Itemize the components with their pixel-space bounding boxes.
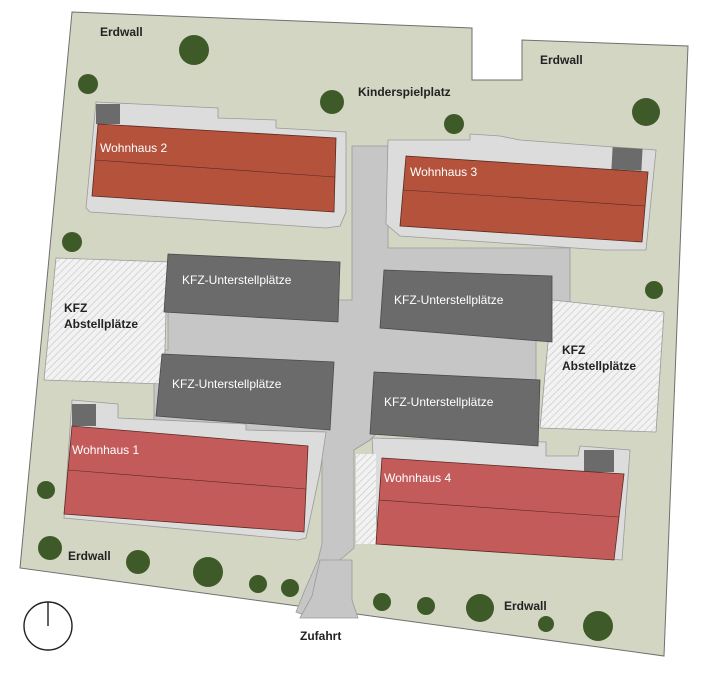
tree [38, 536, 62, 560]
tree [62, 232, 82, 252]
carport-3 [155, 353, 335, 431]
technik-block-2 [96, 104, 120, 124]
building-wohnhaus-1 [63, 425, 309, 533]
tree [37, 481, 55, 499]
technik-block-1 [72, 404, 96, 426]
tree [466, 594, 494, 622]
label-wohnhaus-4: Wohnhaus 4 [384, 471, 451, 485]
tree [126, 550, 150, 574]
label-erdwall-top-right: Erdwall [540, 53, 583, 67]
kfz-abstell-right [539, 299, 665, 433]
tree [249, 575, 267, 593]
zufahrt-road [299, 559, 359, 619]
label-unterstell-2: KFZ-Unterstellplätze [394, 293, 504, 307]
label-unterstell-1: KFZ-Unterstellplätze [182, 273, 292, 287]
building-wohnhaus-4 [375, 457, 625, 561]
label-kfz-abstell-left-1: KFZ [64, 301, 87, 315]
label-wohnhaus-1: Wohnhaus 1 [72, 443, 139, 457]
label-zufahrt: Zufahrt [300, 629, 341, 643]
carport-1 [163, 253, 341, 323]
tree [417, 597, 435, 615]
tree [645, 281, 663, 299]
technik-block-3 [611, 147, 643, 171]
tree [632, 98, 660, 126]
tree [281, 579, 299, 597]
tree [538, 616, 554, 632]
label-erdwall-bottom-left: Erdwall [68, 549, 111, 563]
tree [373, 593, 391, 611]
label-kfz-abstell-left-2: Abstellplätze [64, 317, 138, 331]
carport-2 [379, 269, 553, 343]
label-unterstell-4: KFZ-Unterstellplätze [384, 395, 494, 409]
tree [320, 90, 344, 114]
label-unterstell-3: KFZ-Unterstellplätze [172, 377, 282, 391]
tree [444, 114, 464, 134]
tree [193, 557, 223, 587]
label-kfz-abstell-right-1: KFZ [562, 343, 585, 357]
north-arrow-icon [23, 601, 73, 651]
hatched-strip-haus-4 [356, 454, 376, 544]
label-kfz-abstell-right-2: Abstellplätze [562, 359, 636, 373]
kfz-abstell-left [43, 257, 171, 385]
tree [78, 74, 98, 94]
carport-4 [369, 371, 541, 447]
label-wohnhaus-2: Wohnhaus 2 [100, 141, 167, 155]
label-kinderspielplatz: Kinderspielplatz [358, 85, 451, 99]
label-erdwall-bottom-right: Erdwall [504, 599, 547, 613]
technik-block-4 [584, 450, 614, 472]
label-erdwall-top-left: Erdwall [100, 25, 143, 39]
trees [37, 35, 663, 641]
building-wohnhaus-2 [91, 123, 337, 213]
tree [583, 611, 613, 641]
building-wohnhaus-3 [399, 155, 649, 243]
label-wohnhaus-3: Wohnhaus 3 [410, 165, 477, 179]
tree [179, 35, 209, 65]
